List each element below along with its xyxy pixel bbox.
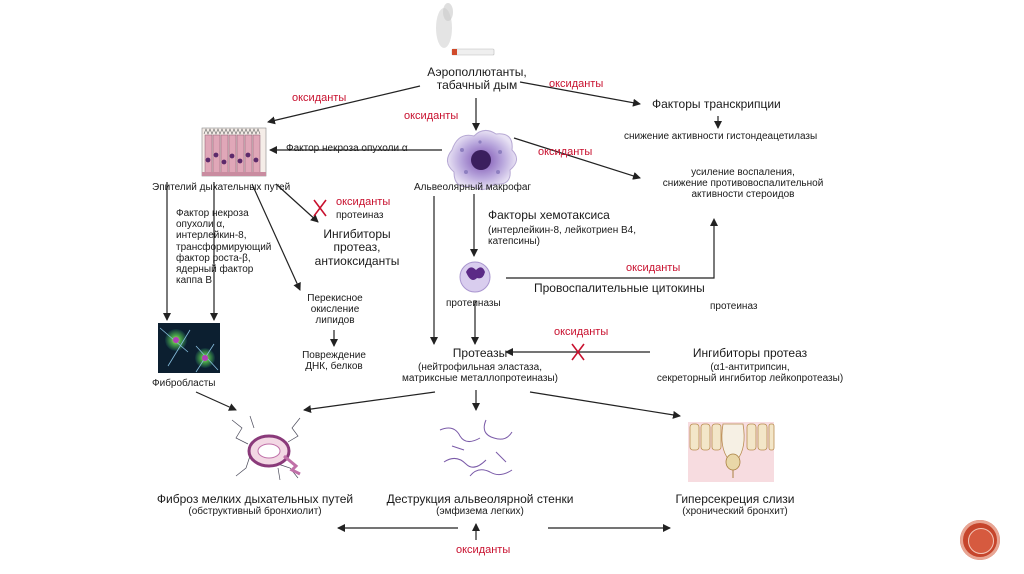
protease-inhibitors-text: Ингибиторы протеаз, антиоксиданты — [314, 227, 400, 268]
airway-fibrosis-image — [230, 414, 306, 482]
epithelium-label: Эпителий дыхательных путей — [152, 182, 291, 193]
source-label: Аэрополлютанты, табачный дым — [402, 65, 552, 93]
feedback-connector — [506, 226, 715, 279]
dna-damage-text: Повреждение ДНК, белков — [302, 350, 366, 373]
outcome-destruction: Деструкция альвеолярной стенки (эмфизема… — [380, 492, 580, 518]
blocked-marks — [313, 199, 585, 361]
lipid-peroxidation-text: Перекисное окисление липидов — [307, 293, 363, 327]
epithelium-image — [201, 127, 267, 177]
outcome-destruction-title: Деструкция альвеолярной стенки — [386, 492, 574, 506]
macrophage-label: Альвеолярный макрофаг — [414, 182, 532, 193]
alveolar-destruction-image — [438, 414, 514, 480]
oxidant-label-inhibitors: оксиданты — [554, 326, 609, 338]
outcome-fibrosis-title: Фиброз мелких дыхательных путей — [156, 492, 354, 506]
arrows — [163, 81, 722, 419]
epithelium-factors-text: Фактор некроза опухоли α, интерлейкин-8,… — [176, 208, 272, 287]
oxidant-label-epithelium: оксиданты — [292, 92, 347, 104]
outcome-fibrosis: Фиброз мелких дыхательных путей (обструк… — [140, 492, 370, 518]
outcome-hypersecretion: Гиперсекреция слизи (хронический бронхит… — [640, 492, 830, 518]
chemotaxis-title: Факторы хемотаксиса — [488, 208, 610, 222]
inhibitors-right-detail: (α1-антитрипсин, секреторный ингибитор л… — [656, 362, 844, 385]
slide-badge-inner — [968, 528, 994, 554]
deacetylase-text: снижение активности гистондеацетилазы — [624, 131, 818, 142]
mucus-hypersecretion-image — [688, 422, 775, 482]
oxidant-label-inflammation: оксиданты — [538, 146, 593, 158]
fibroblasts-image — [158, 323, 220, 373]
oxidant-label-proteinase: оксиданты — [336, 196, 391, 208]
oxidant-label-bottom: оксиданты — [456, 544, 511, 556]
slide-badge-icon — [960, 520, 1000, 560]
inhibitors-right-title: Ингибиторы протеаз — [692, 346, 808, 360]
oxidant-label-macrophage: оксиданты — [404, 110, 459, 122]
neutrophil-image — [459, 261, 491, 293]
outcome-fibrosis-detail: (обструктивный бронхиолит) — [188, 506, 322, 518]
cytokines-label: Провоспалительные цитокины — [534, 281, 705, 295]
outcome-hypersecretion-detail: (хронический бронхит) — [682, 506, 788, 518]
oxidant-arrows — [267, 85, 671, 540]
source-line1: Аэрополлютанты, — [427, 65, 527, 79]
fibroblasts-label: Фибробласты — [152, 378, 216, 389]
oxidant-label-transcription: оксиданты — [549, 78, 604, 90]
proteases-title: Протеазы — [452, 346, 508, 360]
chemotaxis-detail: (интерлейкин-8, лейкотриен B4, катепсины… — [488, 225, 637, 248]
macrophage-image — [447, 130, 517, 190]
outcome-hypersecretion-title: Гиперсекреция слизи — [675, 492, 795, 506]
oxidant-label-cytokines: оксиданты — [626, 262, 681, 274]
source-line2: табачный дым — [436, 78, 518, 93]
tnf-label: Фактор некроза опухоли α — [286, 143, 408, 154]
neutrophil-label: протеиназы — [446, 298, 501, 309]
proteinases-small-label: протеиназ — [336, 210, 384, 221]
proteases-detail: (нейтрофильная эластаза, матриксные мета… — [402, 362, 558, 385]
cigarette-icon — [436, 3, 495, 56]
inflammation-text: усиление воспаления, снижение противовос… — [662, 167, 824, 201]
outcome-destruction-detail: (эмфизема легких) — [436, 506, 524, 518]
transcription-title: Факторы транскрипции — [652, 97, 781, 111]
proteinases-right-label: протеиназ — [710, 301, 758, 312]
